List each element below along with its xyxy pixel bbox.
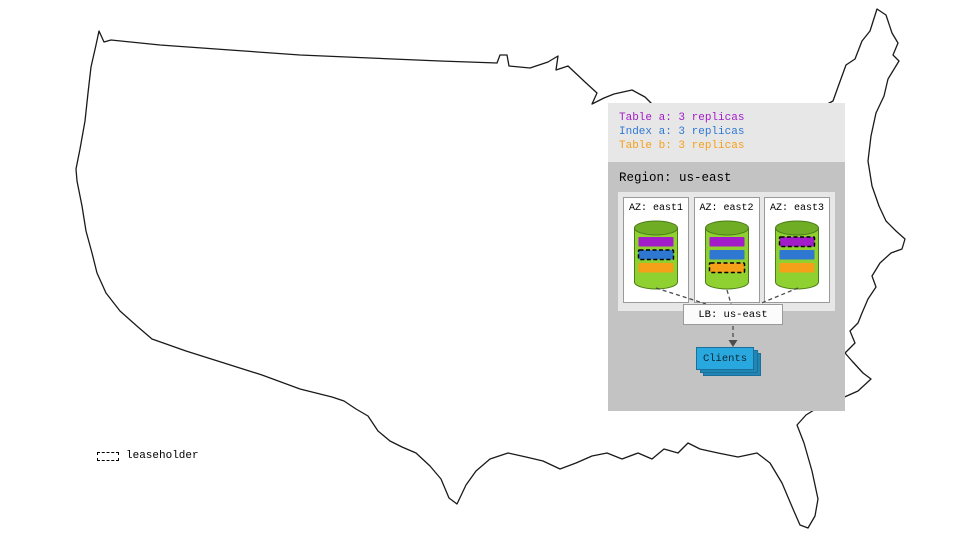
az-label-east1: AZ: east1: [628, 203, 683, 214]
az-box-east1: AZ: east1: [623, 197, 689, 303]
leaseholder-swatch-icon: [97, 451, 119, 461]
legend-item-table-b: Table b: 3 replicas: [619, 140, 745, 152]
db-cylinder-east1: [634, 220, 678, 290]
replica-bar-table-b: [638, 263, 674, 273]
cylinder-top: [634, 220, 678, 236]
cylinder-top: [704, 220, 749, 236]
legend-item-table-a: Table a: 3 replicas: [619, 112, 745, 124]
legend-item-index-a: Index a: 3 replicas: [619, 126, 745, 138]
db-cylinder-east2: [704, 220, 749, 290]
az-panel: AZ: east1 AZ: east2: [618, 192, 835, 311]
replica-bar-table-a: [638, 237, 674, 247]
replica-bar-table-b: [779, 263, 815, 273]
clients-stack: Clients: [696, 347, 762, 377]
leaseholder-key-label: leaseholder: [126, 450, 199, 462]
replica-legend-panel: Table a: 3 replicas Index a: 3 replicas …: [608, 103, 845, 162]
replica-bar-index-a: [779, 250, 815, 260]
us-border-path: [75, 8, 906, 529]
db-cylinder-east3: [775, 220, 819, 290]
leaseholder-key: leaseholder: [97, 450, 199, 462]
az-box-east3: AZ: east3: [764, 197, 830, 303]
clients-box: Clients: [696, 347, 754, 370]
region-title: Region: us-east: [619, 171, 732, 185]
az-label-east2: AZ: east2: [699, 203, 754, 214]
leaseholder-bar-table-b: [708, 262, 745, 274]
replica-bar-index-a: [709, 250, 744, 260]
az-label-east3: AZ: east3: [769, 203, 824, 214]
az-box-east2: AZ: east2: [693, 197, 760, 303]
load-balancer-box: LB: us-east: [683, 304, 783, 325]
leaseholder-bar-index-a: [637, 249, 675, 261]
leaseholder-bar-table-a: [778, 236, 816, 248]
load-balancer-label: LB: us-east: [698, 308, 768, 321]
cylinder-top: [775, 220, 819, 236]
replica-bar-table-a: [709, 237, 744, 247]
clients-label: Clients: [702, 352, 748, 365]
